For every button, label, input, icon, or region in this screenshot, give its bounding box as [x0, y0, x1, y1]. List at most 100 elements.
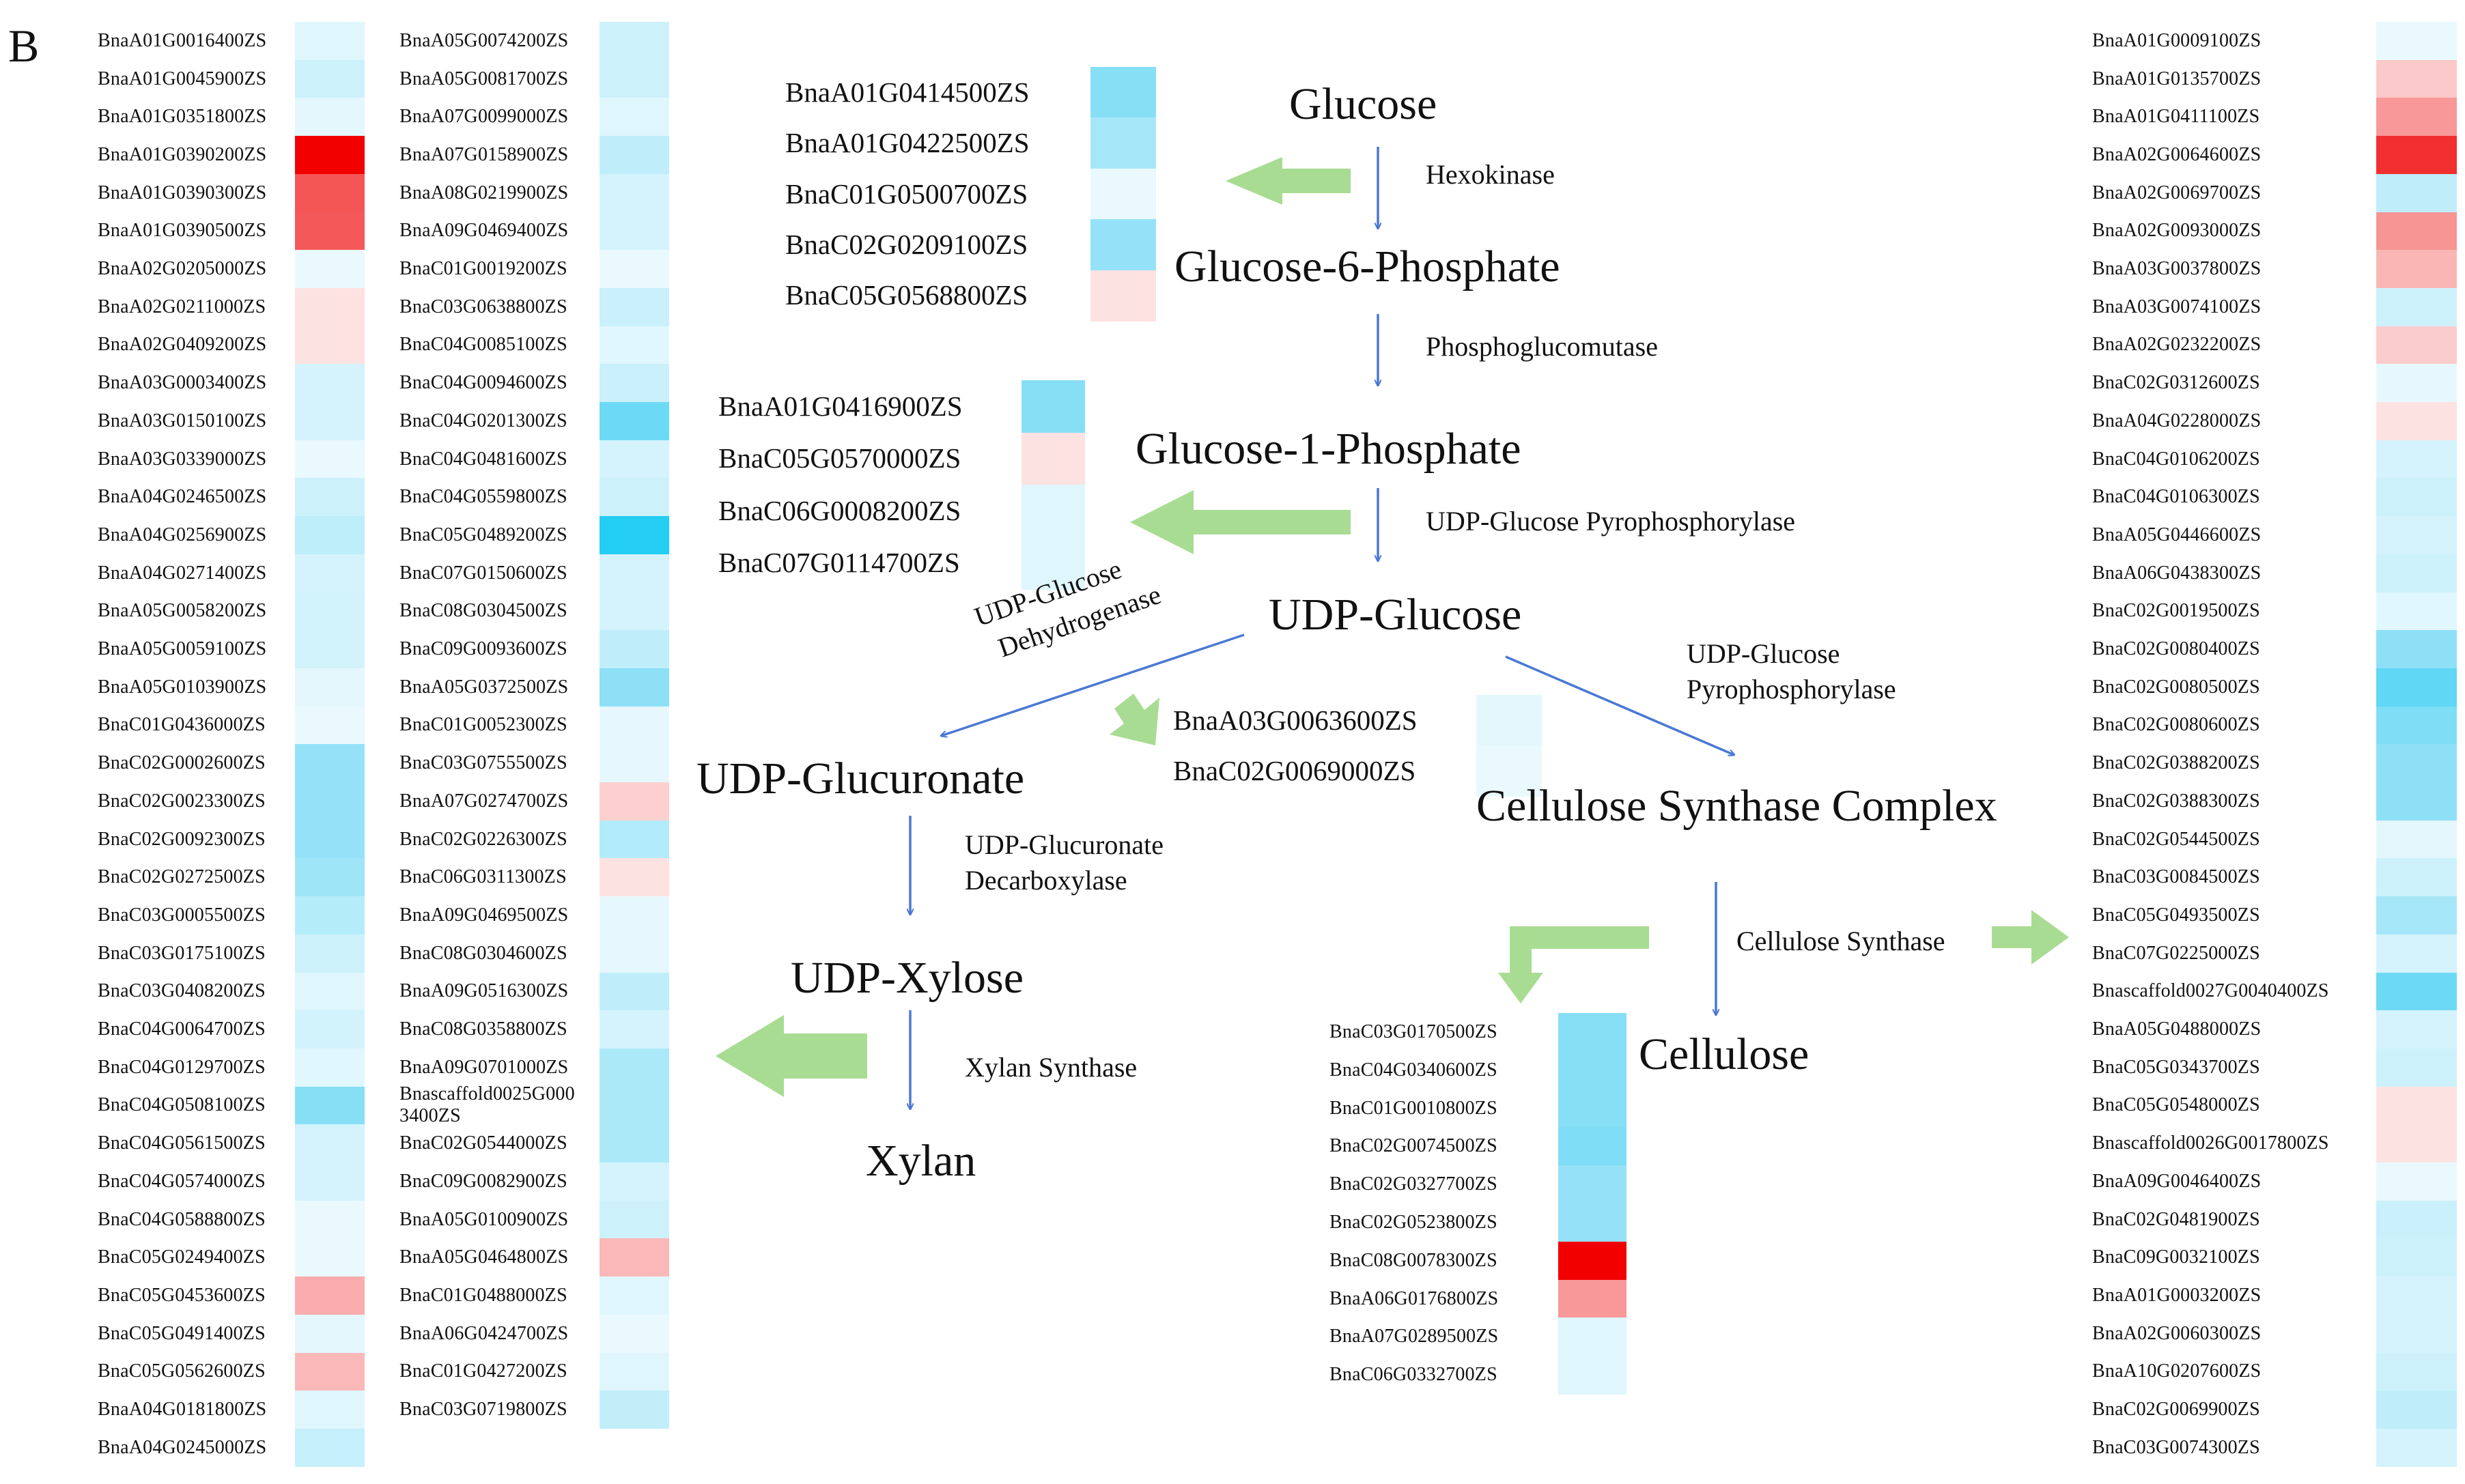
heatmap-cell: [2376, 744, 2457, 783]
gene-label: BnaA05G0081700ZS: [399, 68, 569, 89]
gene-label: BnaC08G0304600ZS: [399, 942, 567, 964]
green-arrow-ugdh: [1110, 694, 1159, 745]
heatmap-cell: [600, 212, 669, 251]
gene-label: BnaC02G0080400ZS: [2092, 638, 2260, 660]
gene-label: BnaC05G0343700ZS: [2092, 1056, 2260, 1078]
gene-label: BnaC09G0093600ZS: [399, 638, 567, 660]
gene-label: BnaC05G0491400ZS: [98, 1322, 266, 1344]
gene-label: BnaC04G0340600ZS: [1329, 1059, 1497, 1081]
heatmap-cell: [1558, 1203, 1626, 1242]
node-glucose: Glucose: [1289, 79, 1437, 129]
gene-label: BnaC05G0249400ZS: [98, 1246, 266, 1268]
gene-label: BnaA06G0424700ZS: [399, 1322, 569, 1344]
gene-label: BnaC08G0304500ZS: [399, 600, 567, 622]
heatmap-cell: [295, 136, 365, 175]
gene-label: BnaA01G0411100ZS: [2092, 106, 2260, 128]
heatmap-cell: [295, 364, 365, 403]
gene-label: BnaA01G0351800ZS: [98, 106, 267, 128]
heatmap-cell: [600, 1048, 669, 1087]
gene-label: BnaC03G0005500ZS: [98, 904, 266, 926]
heatmap-cell: [295, 706, 365, 745]
gene-label: BnaA01G0009100ZS: [2092, 29, 2262, 51]
gene-label: BnaA06G0438300ZS: [2092, 562, 2262, 584]
heatmap-cell: [2376, 1086, 2457, 1125]
gene-label: BnaC02G0002600ZS: [98, 752, 266, 774]
heatmap-cell: [1090, 270, 1156, 322]
heatmap-cell: [2376, 173, 2457, 213]
gene-label: BnaC05G0568800ZS: [785, 279, 1028, 311]
gene-label: BnaA02G0205000ZS: [98, 258, 267, 280]
enzyme-udp-glucose-pyrophosphorylase: UDP-Glucose Pyrophosphorylase: [1426, 506, 1796, 537]
gene-label: BnaA09G0469500ZS: [399, 904, 569, 926]
gene-label: BnaA02G0060300ZS: [2092, 1322, 2262, 1344]
heatmap-cell: [295, 59, 365, 98]
heatmap-cell: [2376, 440, 2457, 479]
enzyme-hexokinase: Hexokinase: [1426, 159, 1555, 190]
heatmap-cell: [295, 1200, 365, 1239]
gene-label: BnaC06G0008200ZS: [718, 494, 961, 526]
gene-label: BnaC04G0481600ZS: [399, 448, 567, 470]
gene-label: BnaC07G0114700ZS: [718, 547, 960, 579]
gene-label: BnaC03G0408200ZS: [98, 980, 266, 1002]
gene-label: BnaC02G0019500ZS: [2092, 600, 2260, 622]
gene-label: BnaA05G0059100ZS: [98, 638, 267, 660]
gene-label: BnaA03G0150100ZS: [98, 410, 267, 431]
gene-label: BnaC05G0548000ZS: [2092, 1094, 2260, 1116]
heatmap-cell: [1022, 432, 1085, 485]
gene-label: BnaC05G0453600ZS: [98, 1284, 266, 1306]
heatmap-cell: [295, 98, 365, 137]
heatmap-cell: [600, 1390, 669, 1429]
gene-label: BnaC03G0638800ZS: [399, 296, 567, 317]
heatmap-cell: [295, 22, 365, 61]
heatmap-cell: [1558, 1356, 1626, 1395]
gene-label: BnaC04G0574000ZS: [98, 1170, 266, 1192]
gene-label: BnaA01G0003200ZS: [2092, 1284, 2262, 1306]
enzyme-ugp-csc-line2: Pyrophosphorylase: [1687, 674, 1896, 704]
gene-label: BnaC03G0175100ZS: [98, 942, 266, 964]
enzyme-udp-glucuronate-decarboxylase: UDP-Glucuronate Decarboxylase: [965, 827, 1164, 898]
heatmap-cell: [295, 402, 365, 441]
heatmap-cell: [2376, 1124, 2457, 1163]
heatmap-cell: [295, 1238, 365, 1277]
heatmap-cell: [600, 972, 669, 1011]
gene-label: BnaC01G0436000ZS: [98, 714, 266, 736]
green-arrow-pgm: [1130, 490, 1351, 554]
gene-label: BnaC04G0561500ZS: [98, 1132, 266, 1154]
gene-label: BnaC03G0755500ZS: [399, 752, 567, 774]
heatmap-cell: [2376, 22, 2457, 61]
gene-label: BnaC05G0489200ZS: [399, 524, 567, 545]
heatmap-cell: [1558, 1127, 1626, 1166]
gene-label: BnaC09G0032100ZS: [2092, 1246, 2260, 1268]
heatmap-cell: [295, 212, 365, 251]
heatmap-cell: [2376, 402, 2457, 441]
gene-label: BnaC03G0084500ZS: [2092, 866, 2260, 888]
node-cellulose-synthase-complex: Cellulose Synthase Complex: [1476, 781, 1997, 831]
gene-label: BnaA05G0103900ZS: [98, 676, 267, 698]
gene-label: BnaA03G0339000ZS: [98, 448, 267, 470]
green-arrow-cellulose-down: [1498, 926, 1649, 1003]
gene-label: BnaC02G0312600ZS: [2092, 372, 2260, 394]
node-glucose-6-phosphate: Glucose-6-Phosphate: [1174, 242, 1560, 291]
gene-label: BnaC04G0201300ZS: [399, 410, 567, 431]
heatmap-cell: [2376, 478, 2457, 517]
gene-label: BnaA02G0232200ZS: [2092, 334, 2262, 356]
gene-label: BnaA03G0063600ZS: [1173, 704, 1418, 736]
heatmap-cell: [600, 136, 669, 175]
heatmap-cell: [600, 668, 669, 707]
heatmap-cell: [1476, 745, 1542, 797]
gene-label: BnaA09G0701000ZS: [399, 1056, 569, 1078]
heatmap-cell: [295, 1314, 365, 1354]
gene-label: BnaA05G0446600ZS: [2092, 524, 2262, 545]
gene-pointer-arrows: [716, 157, 2069, 1097]
gene-label: BnaC04G0094600ZS: [399, 372, 567, 394]
heatmap-cell: [1090, 168, 1156, 220]
gene-label: BnaC03G0074300ZS: [2092, 1436, 2260, 1458]
gene-label: BnaA02G0093000ZS: [2092, 220, 2262, 242]
gene-label: BnaC09G0082900ZS: [399, 1170, 567, 1192]
gene-label: BnaA05G0464800ZS: [399, 1246, 569, 1268]
heatmap-cell: [295, 554, 365, 593]
gene-label: BnaC01G0488000ZS: [399, 1284, 567, 1306]
heatmap-cell: [2376, 820, 2457, 859]
gene-label: BnaC06G0332700ZS: [1329, 1364, 1497, 1386]
